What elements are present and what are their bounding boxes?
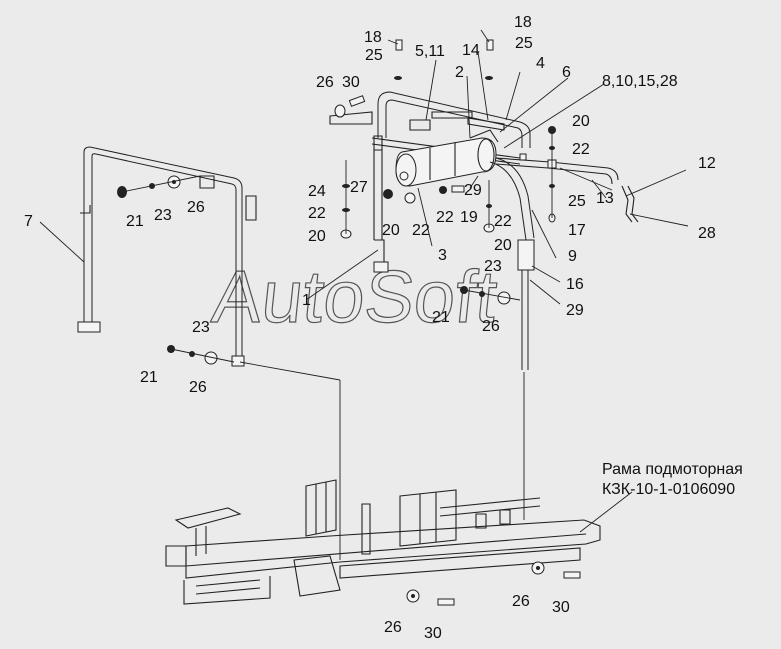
frame-label-code: КЗК-10-1-0106090: [602, 481, 735, 498]
callout-8-10-15-28: 8,10,15,28: [602, 73, 678, 90]
callout-18: 18: [514, 14, 532, 31]
callout-26: 26: [512, 593, 530, 610]
callout-20: 20: [494, 237, 512, 254]
callout-3: 3: [438, 247, 447, 264]
callout-4: 4: [536, 55, 545, 72]
callout-25: 25: [515, 35, 533, 52]
exhaust-hose: [489, 153, 639, 370]
callout-1: 1: [302, 292, 311, 309]
callout-7: 7: [24, 213, 33, 230]
callout-19: 19: [460, 209, 478, 226]
callout-9: 9: [568, 248, 577, 265]
callout-20: 20: [308, 228, 326, 245]
callout-26: 26: [187, 199, 205, 216]
callout-25: 25: [365, 47, 383, 64]
callout-20: 20: [382, 222, 400, 239]
callout-17: 17: [568, 222, 586, 239]
callout-22: 22: [494, 213, 512, 230]
callout-18: 18: [364, 29, 382, 46]
callout-21: 21: [432, 309, 450, 326]
callout-27: 27: [350, 179, 368, 196]
heater-body: [395, 129, 499, 187]
callout-6: 6: [562, 64, 571, 81]
callout-23: 23: [192, 319, 210, 336]
callout-21: 21: [140, 369, 158, 386]
callout-25: 25: [568, 193, 586, 210]
callout-29: 29: [566, 302, 584, 319]
callout-29: 29: [464, 182, 482, 199]
callout-20: 20: [572, 113, 590, 130]
callout-12: 12: [698, 155, 716, 172]
callout-30: 30: [424, 625, 442, 642]
callout-22: 22: [572, 141, 590, 158]
callout-28: 28: [698, 225, 716, 242]
callout-16: 16: [566, 276, 584, 293]
callout-2: 2: [455, 64, 464, 81]
callout-21: 21: [126, 213, 144, 230]
callout-14: 14: [462, 42, 480, 59]
callout-26: 26: [189, 379, 207, 396]
left-stand-frame: [77, 146, 257, 367]
watermark: AutoSoft: [208, 255, 501, 338]
upper-mount-frame: [329, 91, 531, 273]
callout-30: 30: [552, 599, 570, 616]
frame-label-name: Рама подмоторная: [602, 461, 743, 478]
callout-26: 26: [384, 619, 402, 636]
frame-label: Рама подмоторная КЗК-10-1-0106090: [602, 461, 743, 498]
callout-22: 22: [436, 209, 454, 226]
callout-23: 23: [484, 258, 502, 275]
callout-30: 30: [342, 74, 360, 91]
callout-26: 26: [316, 74, 334, 91]
callouts: 18 18 25 25 5,11 14 2 4 6 8,10,15,28 26 …: [24, 14, 716, 642]
callout-24: 24: [308, 183, 326, 200]
callout-22: 22: [308, 205, 326, 222]
callout-22: 22: [412, 222, 430, 239]
fasteners: [117, 39, 581, 606]
callout-26: 26: [482, 318, 500, 335]
under-engine-frame: [165, 361, 601, 605]
callout-13: 13: [596, 190, 614, 207]
leader-lines: [39, 29, 689, 533]
callout-23: 23: [154, 207, 172, 224]
callout-5-11: 5,11: [415, 43, 445, 60]
